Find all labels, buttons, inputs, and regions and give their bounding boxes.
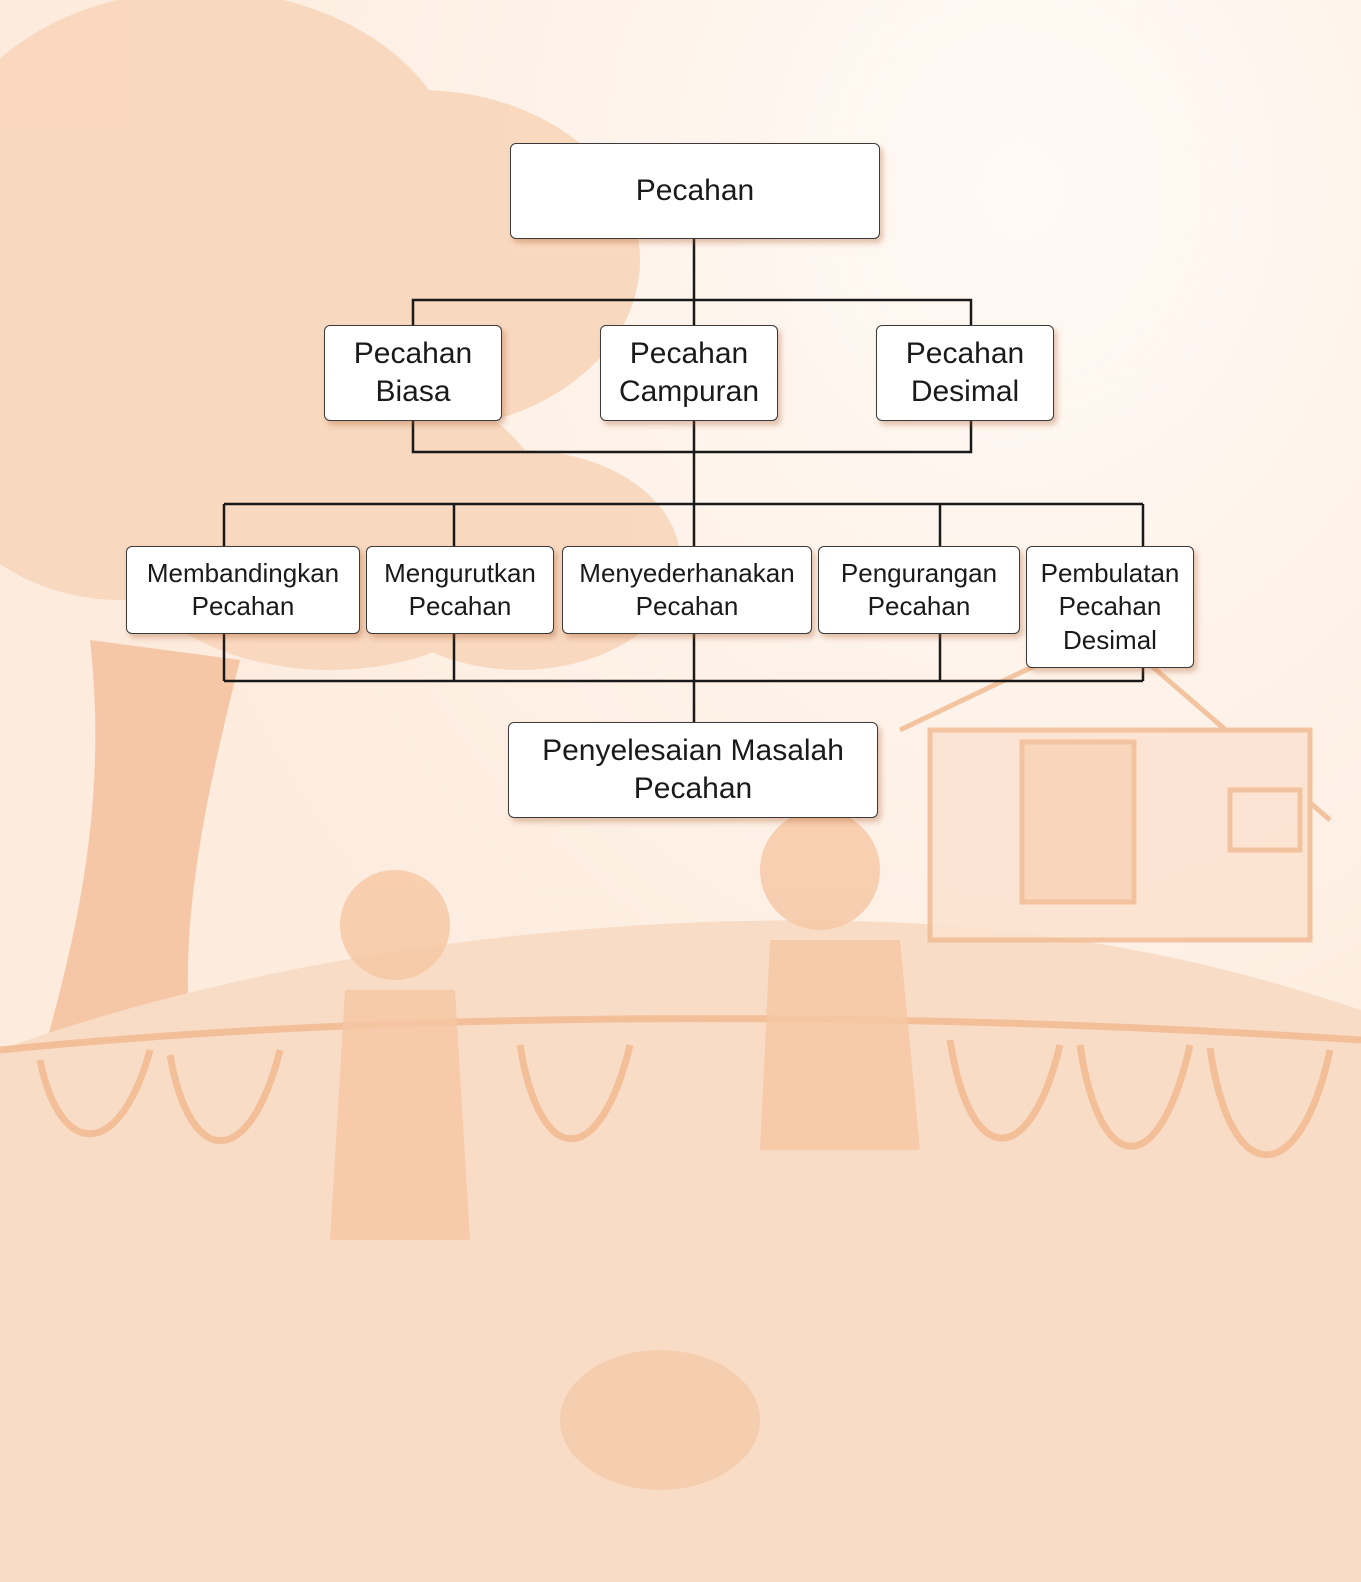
node-label-line: Pecahan <box>191 591 295 621</box>
node-label-line: Pengurangan <box>840 557 998 588</box>
node-label-line: Pecahan <box>408 591 512 621</box>
node-pecahan-desimal: Pecahan Desimal <box>876 325 1054 421</box>
node-pengurangan-pecahan: Pengurangan Pecahan <box>818 546 1020 634</box>
node-label-line: Pecahan <box>1058 591 1162 622</box>
node-pecahan-label: Pecahan <box>635 173 755 207</box>
bracket-level1-top <box>411 298 973 325</box>
node-pembulatan-pecahan-desimal: Pembulatan Pecahan Desimal <box>1026 546 1194 668</box>
fence <box>0 1015 1361 1158</box>
tree-trunk <box>30 640 240 1100</box>
node-label-line: Pecahan <box>633 772 753 805</box>
node-label-line: Desimal <box>1063 624 1157 655</box>
node-label-line: Mengurutkan <box>384 557 536 588</box>
rock <box>560 1350 760 1490</box>
children <box>330 810 920 1240</box>
node-label-line: Pecahan <box>629 336 749 370</box>
node-membandingkan-pecahan: Membandingkan Pecahan <box>126 546 360 634</box>
node-label-line: Membandingkan <box>146 557 340 588</box>
node-pecahan: Pecahan <box>510 143 880 239</box>
node-label-line: Campuran <box>618 375 760 408</box>
node-pecahan-biasa: Pecahan Biasa <box>324 325 502 421</box>
node-label-line: Menyederhanakan <box>579 557 795 588</box>
house <box>898 627 1332 943</box>
node-label-line: Biasa <box>375 375 451 408</box>
node-penyelesaian-masalah-pecahan: Penyelesaian Masalah Pecahan <box>508 722 878 818</box>
node-label-line: Pecahan <box>867 591 971 621</box>
node-mengurutkan-pecahan: Mengurutkan Pecahan <box>366 546 554 634</box>
node-pecahan-campuran: Pecahan Campuran <box>600 325 778 421</box>
node-label-line: Pecahan <box>635 591 739 621</box>
node-label-line: Penyelesaian Masalah <box>542 733 844 767</box>
node-label-line: Pecahan <box>353 336 473 370</box>
node-label-line: Desimal <box>910 375 1020 408</box>
node-label-line: Pecahan <box>905 336 1025 370</box>
node-label-line: Pembulatan <box>1040 558 1180 589</box>
bracket-level1-bottom <box>411 421 973 454</box>
node-menyederhanakan-pecahan: Menyederhanakan Pecahan <box>562 546 812 634</box>
